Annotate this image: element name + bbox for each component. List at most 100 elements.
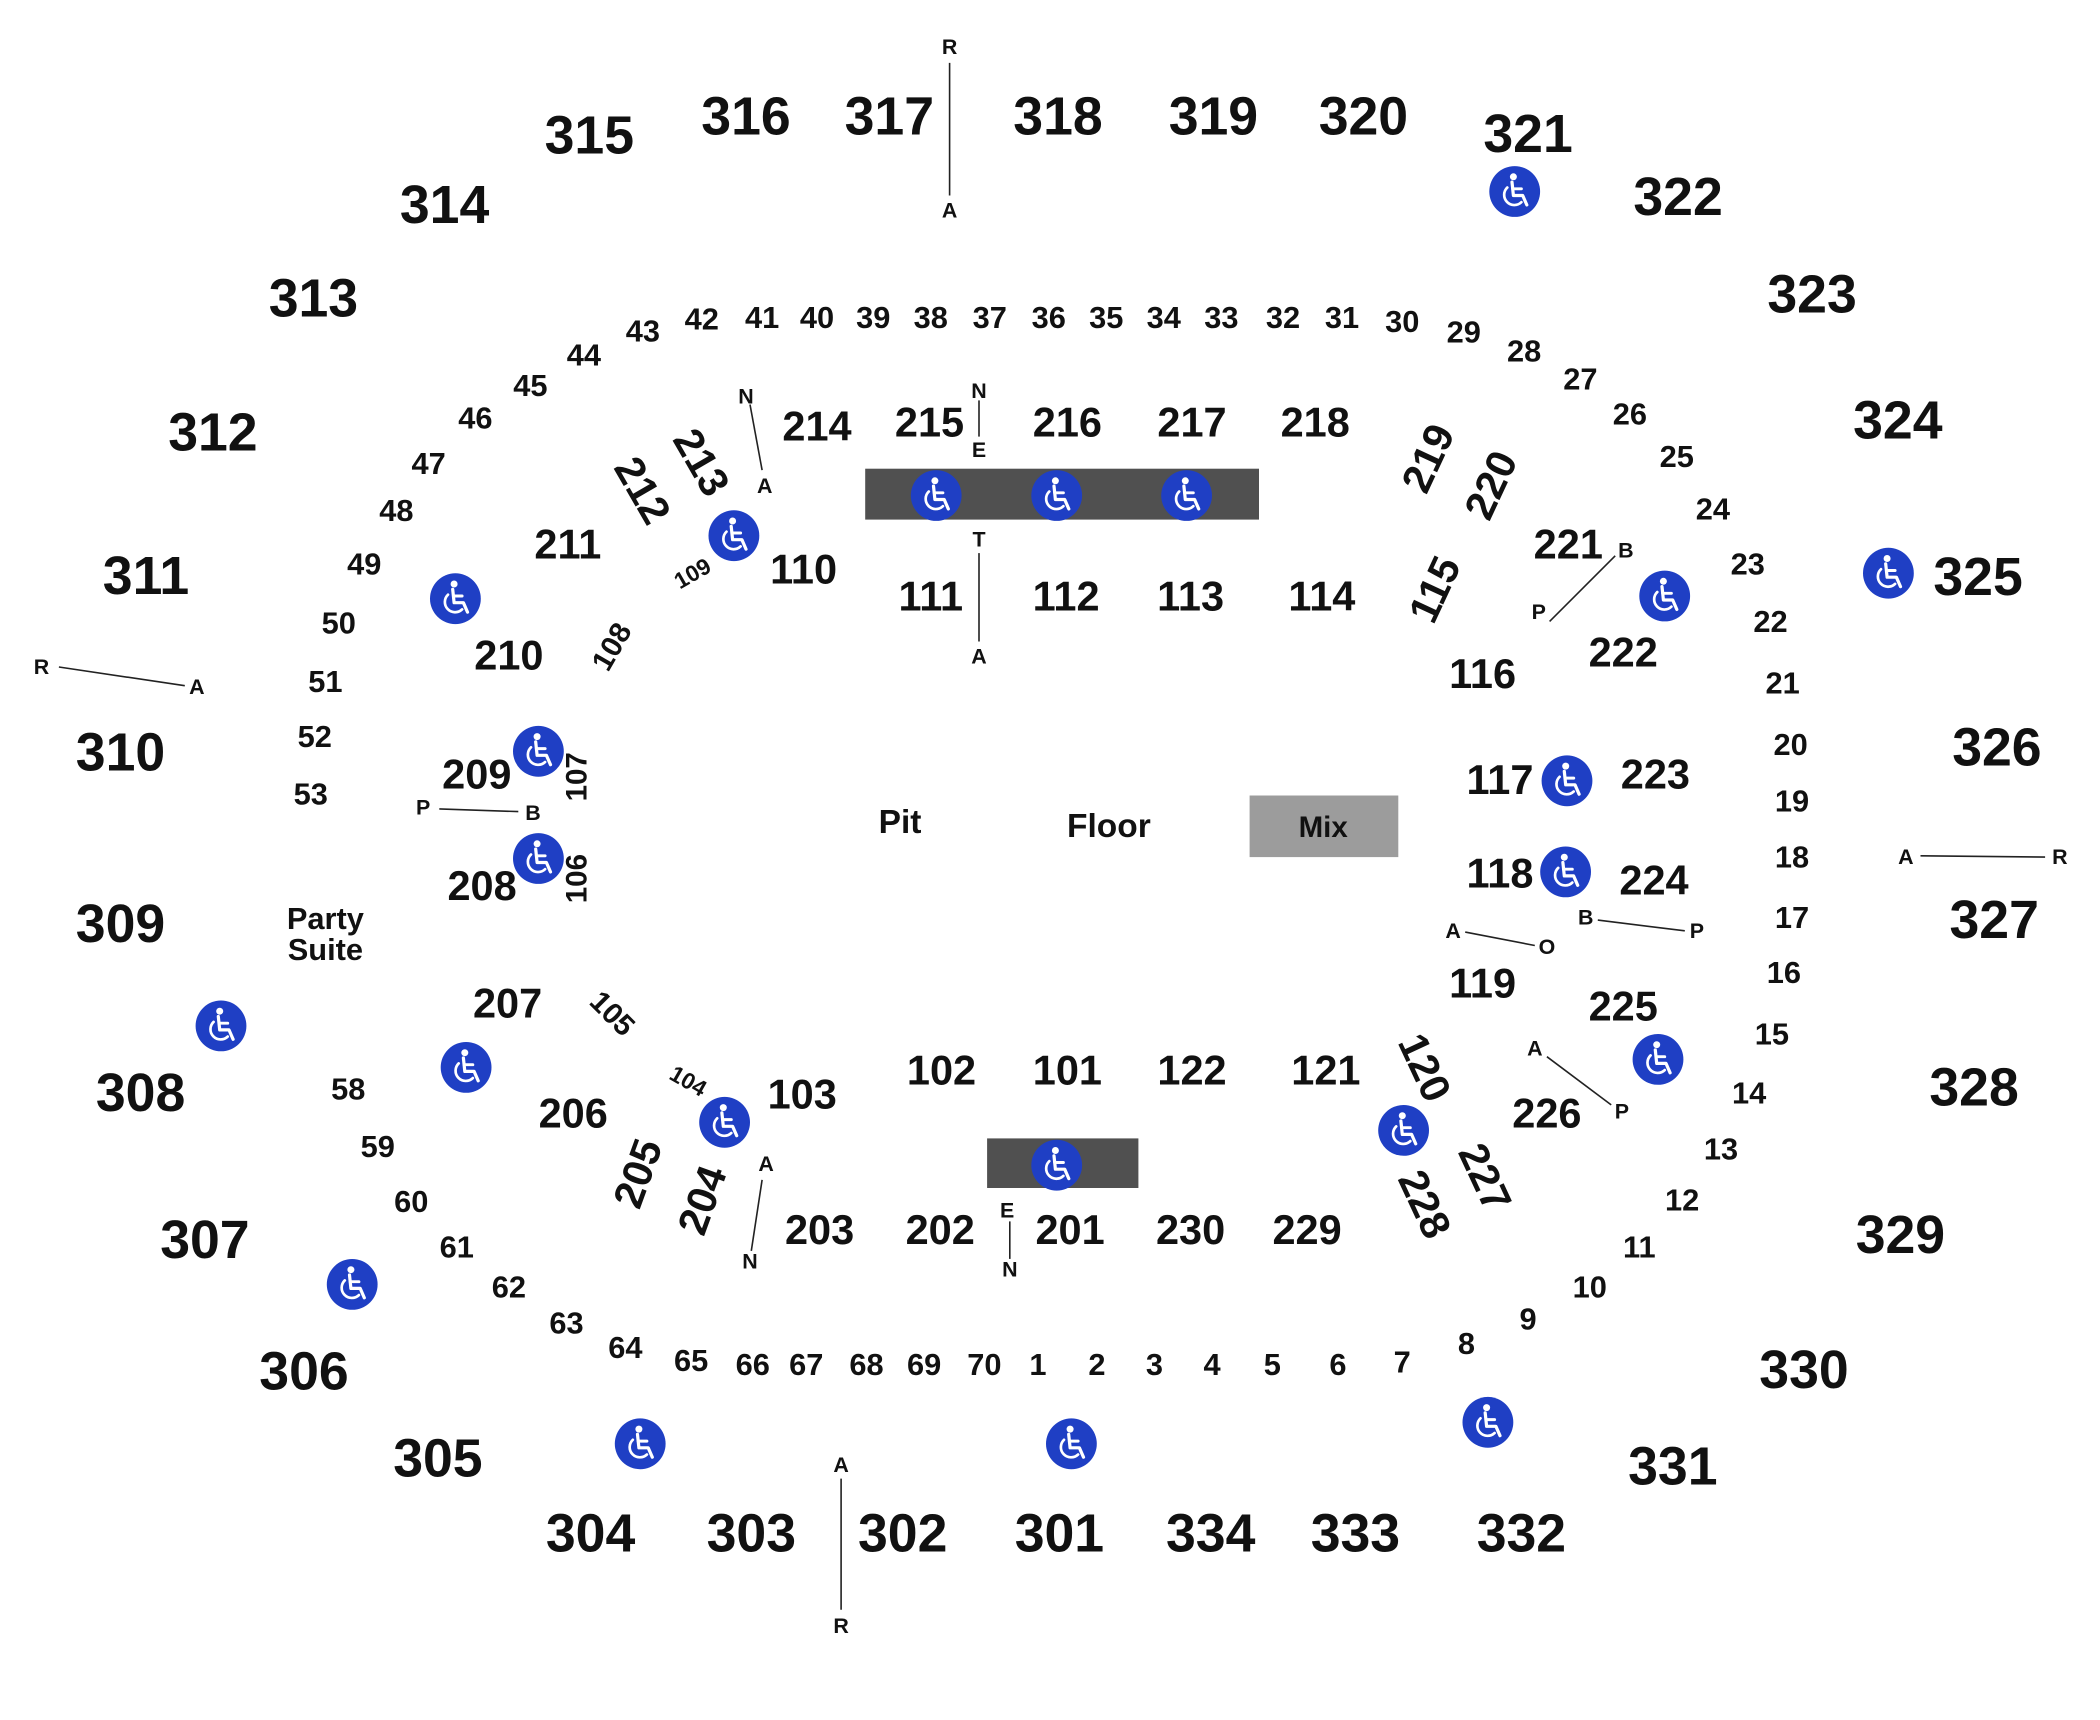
loge-box-label: 25 [1660, 439, 1694, 474]
section-label-300: 313 [269, 269, 358, 329]
loge-box-label: 67 [789, 1347, 823, 1382]
row-marker-end: A [942, 198, 957, 222]
loge-box-label: 29 [1447, 315, 1481, 350]
loge-box-label: 4 [1204, 1347, 1221, 1382]
loge-box-label: 49 [347, 546, 381, 581]
section-label-300: 310 [76, 723, 165, 783]
party-suite-label: Suite [288, 932, 363, 967]
section-label-200: 220 [1455, 443, 1527, 526]
row-marker-end: E [972, 438, 986, 462]
loge-box-label: 65 [674, 1343, 708, 1378]
section-label-200: 219 [1392, 417, 1464, 500]
loge-box-label: 2 [1088, 1347, 1105, 1382]
section-label-300: 317 [845, 87, 934, 147]
section-label-200: 227 [1449, 1136, 1521, 1219]
row-marker-lines [58, 62, 2046, 1610]
section-label-300: 309 [76, 894, 165, 954]
section-label-300: 318 [1013, 87, 1102, 147]
row-marker-start: A [1527, 1037, 1542, 1061]
loge-box-label: 61 [440, 1229, 474, 1264]
row-marker-start: R [34, 655, 50, 679]
section-label-100: 110 [770, 546, 837, 593]
section-label-200: 215 [895, 398, 964, 445]
loge-box-label: 26 [1613, 396, 1647, 431]
section-label-300: 302 [858, 1504, 947, 1564]
section-label-200: 207 [473, 980, 542, 1027]
loge-box-label: 58 [331, 1071, 365, 1106]
section-label-200: 209 [442, 751, 511, 798]
row-marker-start: N [971, 379, 986, 403]
row-marker-start: N [738, 384, 753, 408]
loge-box-label: 40 [800, 300, 834, 335]
loge-box-label: 36 [1032, 300, 1066, 335]
loge-box-label: 34 [1147, 300, 1181, 335]
wheelchair-icon [1462, 1396, 1514, 1448]
loge-box-label: 1 [1029, 1347, 1046, 1382]
wheelchair-icon [708, 510, 760, 562]
row-range-line [749, 404, 763, 471]
section-label-100: 112 [1033, 573, 1100, 620]
row-marker-end: B [525, 801, 540, 825]
section-label-200: 230 [1156, 1206, 1225, 1253]
loge-box-label: 22 [1753, 604, 1787, 639]
row-range-line [750, 1179, 763, 1252]
loge-box-label: 69 [907, 1347, 941, 1382]
loge-box-label: 45 [513, 368, 547, 403]
section-label-300: 333 [1311, 1504, 1400, 1564]
section-label-300: 327 [1949, 890, 2038, 950]
row-marker-end: R [833, 1614, 849, 1638]
section-label-200: 223 [1621, 751, 1690, 798]
section-label-300: 321 [1483, 104, 1572, 164]
loge-box-label: 63 [549, 1306, 583, 1341]
section-label-300: 319 [1169, 87, 1258, 147]
section-label-300: 331 [1628, 1437, 1717, 1497]
section-label-300: 307 [160, 1210, 249, 1270]
row-marker-start: P [1532, 600, 1546, 624]
section-label-300: 303 [707, 1504, 796, 1564]
section-label-300: 332 [1477, 1504, 1566, 1564]
section-label-200: 224 [1619, 856, 1688, 903]
wheelchair-icon [1378, 1105, 1429, 1156]
loge-box-label: 11 [1623, 1229, 1656, 1264]
row-marker-start: A [833, 1453, 848, 1477]
section-label-100: 117 [1467, 756, 1534, 803]
row-marker-end: N [742, 1250, 757, 1274]
loge-box-label: 3 [1146, 1347, 1163, 1382]
row-marker-start: E [1000, 1199, 1014, 1223]
loge-box-label: 64 [608, 1330, 642, 1365]
section-label-100: 101 [1033, 1047, 1102, 1094]
section-label-100: 102 [907, 1047, 976, 1094]
row-range-line [1549, 555, 1616, 622]
wheelchair-icon [1031, 1139, 1083, 1191]
row-range-line [1597, 919, 1685, 932]
loge-box-label: 21 [1765, 666, 1799, 701]
row-marker-end: A [757, 474, 772, 498]
section-label-200: 205 [604, 1133, 672, 1214]
row-marker-end: P [1690, 919, 1704, 943]
accessible-icons [195, 166, 1914, 1470]
section-label-200: 216 [1033, 398, 1102, 445]
loge-box-label: 37 [973, 300, 1007, 335]
wheelchair-icon [1540, 846, 1591, 898]
loge-box-label: 53 [294, 777, 328, 812]
loge-box-label: 41 [745, 300, 779, 335]
loge-box-label: 35 [1089, 300, 1123, 335]
mix-label: Mix [1299, 811, 1349, 844]
loge-box-label: 28 [1507, 333, 1541, 368]
row-marker-end: B [1618, 538, 1633, 562]
loge-box-label: 12 [1665, 1183, 1699, 1218]
row-marker-start: R [942, 35, 958, 59]
row-marker-end: A [971, 644, 986, 668]
party-suite-label: Party [287, 901, 364, 936]
section-label-300: 326 [1952, 717, 2041, 777]
section-label-100: 116 [1449, 650, 1516, 697]
loge-box-label: 9 [1520, 1302, 1537, 1337]
loge-box-label: 20 [1773, 727, 1807, 762]
loge-box-label: 15 [1755, 1016, 1789, 1051]
loge-box-label: 70 [967, 1347, 1001, 1382]
row-range-line [1920, 854, 2046, 858]
loge-box-label: 18 [1775, 840, 1809, 875]
section-label-200: 218 [1281, 398, 1350, 445]
section-label-300: 304 [546, 1504, 636, 1564]
